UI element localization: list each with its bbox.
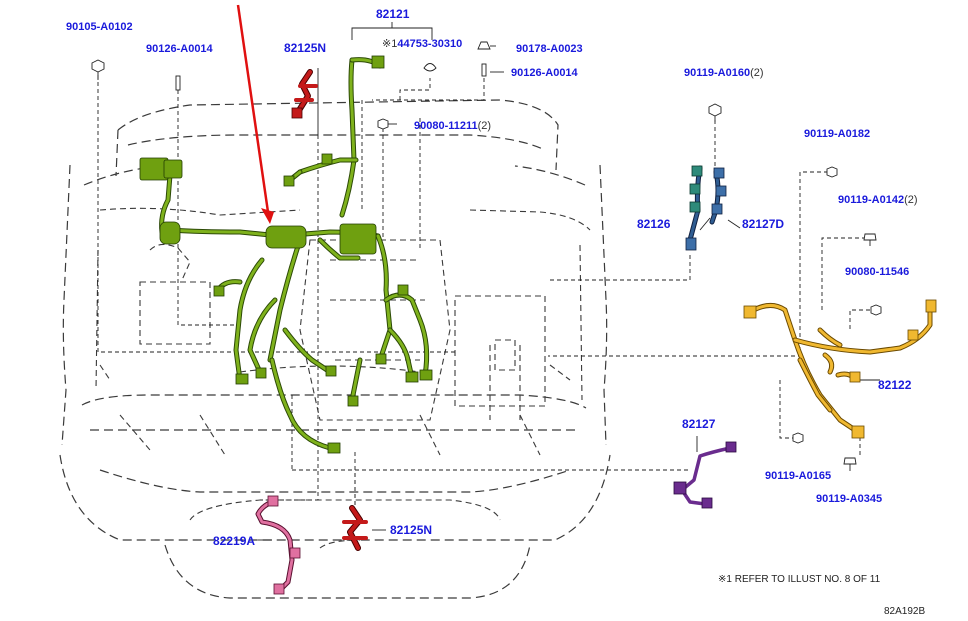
engine-wire-harness[interactable]: [139, 55, 433, 454]
horn-wire-harness[interactable]: [255, 495, 301, 595]
part-label[interactable]: 90126-A0014: [146, 43, 214, 55]
part-label[interactable]: 82126: [637, 217, 671, 231]
clip-icon: [477, 41, 491, 50]
part-label[interactable]: 90126-A0014: [511, 67, 579, 79]
bolt-icon: [870, 304, 882, 316]
injector-wire-harness[interactable]: [685, 165, 727, 251]
part-label[interactable]: 82121: [376, 7, 410, 21]
part-label[interactable]: 90119-A0345: [816, 493, 882, 505]
bolt-icon: [826, 166, 838, 178]
part-label[interactable]: 90119-A0182: [804, 128, 870, 140]
part-label[interactable]: 90119-A0165: [765, 470, 831, 482]
part-label[interactable]: 90080-11546: [845, 266, 909, 278]
wire-clamp-top[interactable]: [291, 69, 318, 119]
part-label[interactable]: 90119-A0142(2): [838, 194, 918, 206]
clip-icon: [863, 233, 877, 246]
part-label[interactable]: 90119-A0160(2): [684, 67, 764, 79]
leader-lines: [97, 22, 880, 541]
part-label[interactable]: 82127: [682, 417, 716, 431]
bolt-icon: [792, 432, 804, 444]
clip-icon: [843, 457, 857, 471]
part-label[interactable]: 82125N: [284, 41, 326, 55]
part-label[interactable]: 82219A: [213, 534, 255, 548]
clip-icon: [423, 63, 437, 72]
bolt-icon: [175, 75, 181, 91]
part-label[interactable]: 90105-A0102: [66, 21, 133, 33]
diagram-id: 82A192B: [884, 606, 925, 617]
instrument-wire-harness[interactable]: [743, 299, 937, 439]
part-label[interactable]: 82127D: [742, 217, 784, 231]
bolt-icon: [91, 59, 105, 80]
highlight-arrow-icon: [236, 4, 274, 224]
wire-clamp-bottom[interactable]: [342, 505, 368, 551]
bolt-icon: [708, 103, 722, 122]
part-label[interactable]: 90080-11211(2): [414, 120, 491, 132]
sensor-wire-harness[interactable]: [673, 441, 737, 509]
part-label[interactable]: 90178-A0023: [516, 43, 583, 55]
bolt-icon: [481, 63, 487, 77]
part-label[interactable]: ※144753-30310: [382, 38, 462, 50]
part-label[interactable]: 82122: [878, 378, 912, 392]
part-labels: 90105-A0102 90126-A0014 82125N 82121 ※14…: [66, 7, 918, 548]
footnote-text: ※1 REFER TO ILLUST NO. 8 OF 11: [718, 574, 881, 585]
fasteners: [91, 41, 882, 471]
part-label[interactable]: 82125N: [390, 523, 432, 537]
bolt-icon: [377, 118, 397, 130]
